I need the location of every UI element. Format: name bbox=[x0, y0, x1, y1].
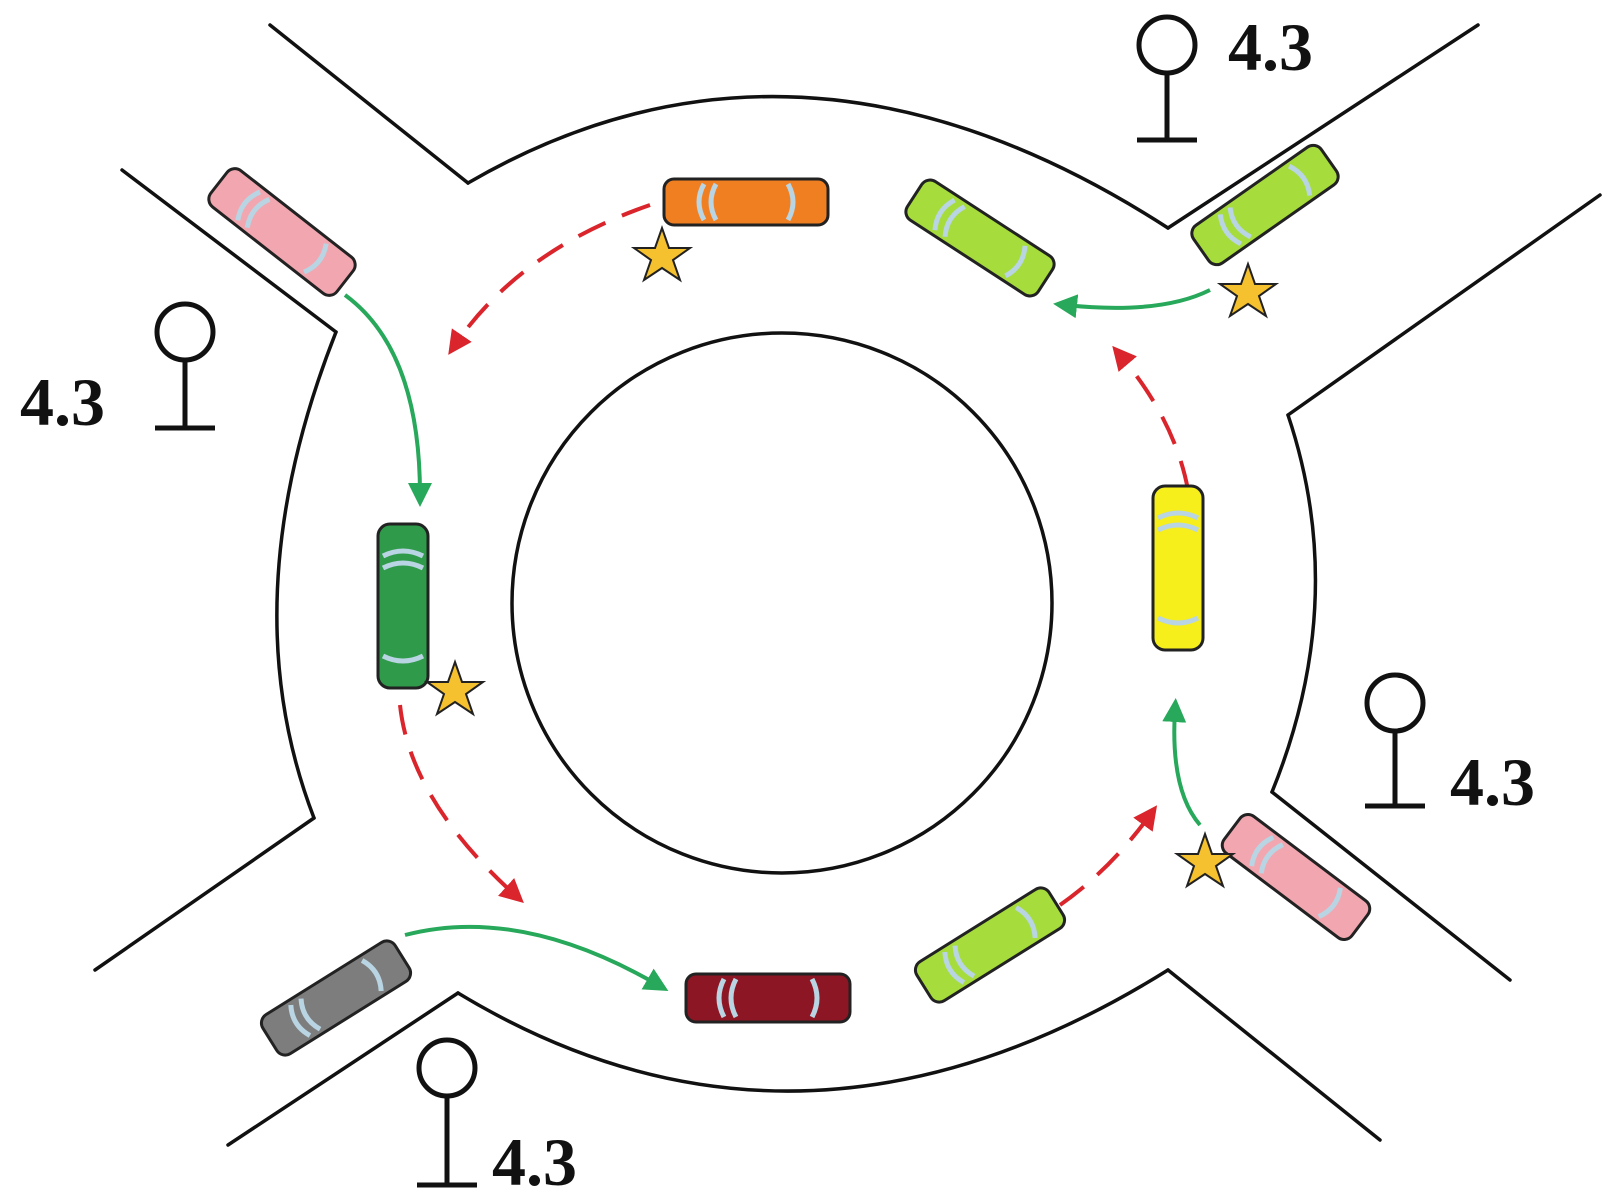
priority-arrow-ne bbox=[1053, 288, 1211, 319]
yield-arrow-top bbox=[448, 203, 651, 355]
yield-sign-right: 4.3 bbox=[1364, 672, 1535, 820]
road-outline bbox=[93, 23, 1602, 1147]
car-lightgreen-ne-entry bbox=[1190, 143, 1340, 267]
sign-disc bbox=[154, 301, 216, 363]
arm-sw-upper bbox=[93, 816, 316, 972]
star-orange-top bbox=[630, 224, 694, 283]
yield-arrow-right bbox=[1112, 345, 1190, 491]
arm-ne-lower bbox=[1286, 193, 1602, 417]
cars bbox=[207, 143, 1372, 1057]
car-green-left bbox=[376, 522, 430, 690]
sign-disc bbox=[1364, 672, 1426, 734]
sign-label: 4.3 bbox=[20, 364, 105, 440]
car-yellow-right bbox=[1151, 484, 1205, 652]
yield-arrows bbox=[398, 203, 1190, 907]
arm-ne-upper bbox=[1166, 23, 1480, 230]
sign-label: 4.3 bbox=[1228, 9, 1313, 85]
priority-arrow-sw bbox=[404, 924, 669, 992]
priority-arrow-nw bbox=[343, 293, 432, 507]
stars bbox=[423, 224, 1280, 889]
car-pink-se-entry bbox=[1220, 812, 1372, 942]
arm-se-lower bbox=[1166, 968, 1382, 1142]
yield-arrow-left bbox=[398, 704, 524, 904]
arm-sw-lower bbox=[226, 991, 460, 1147]
outer-ring-right bbox=[1270, 413, 1318, 794]
priority-arrows bbox=[343, 288, 1211, 992]
car-lightgreen-bottom bbox=[913, 886, 1067, 1004]
car-pink-nw-entry bbox=[207, 167, 357, 297]
car-maroon-bottom bbox=[684, 972, 852, 1024]
sign-label: 4.3 bbox=[1450, 744, 1535, 820]
car-lightgreen-top bbox=[904, 178, 1056, 298]
outer-ring-bottom bbox=[456, 968, 1170, 1093]
yield-sign-left: 4.3 bbox=[20, 301, 216, 440]
yield-sign-bottom: 4.3 bbox=[416, 1037, 577, 1195]
outer-ring-top bbox=[466, 94, 1170, 230]
sign-label: 4.3 bbox=[492, 1124, 577, 1195]
arm-nw-lower bbox=[120, 168, 338, 334]
priority-arrow-se bbox=[1162, 698, 1202, 827]
star-lightgreen-ne-entry bbox=[1216, 260, 1280, 319]
star-pink-se-entry bbox=[1173, 830, 1237, 889]
sign-disc bbox=[1136, 14, 1198, 76]
car-orange-top bbox=[662, 177, 830, 227]
yield-arrow-bottom bbox=[1058, 805, 1158, 907]
star-green-left bbox=[423, 658, 487, 717]
yield-sign-top-right: 4.3 bbox=[1136, 9, 1313, 143]
arm-se-upper bbox=[1270, 790, 1512, 982]
sign-disc bbox=[416, 1037, 478, 1099]
outer-ring-left bbox=[275, 330, 338, 820]
arm-nw-upper bbox=[268, 23, 470, 185]
central-island bbox=[510, 331, 1054, 875]
car-gray-sw-entry bbox=[259, 939, 413, 1057]
